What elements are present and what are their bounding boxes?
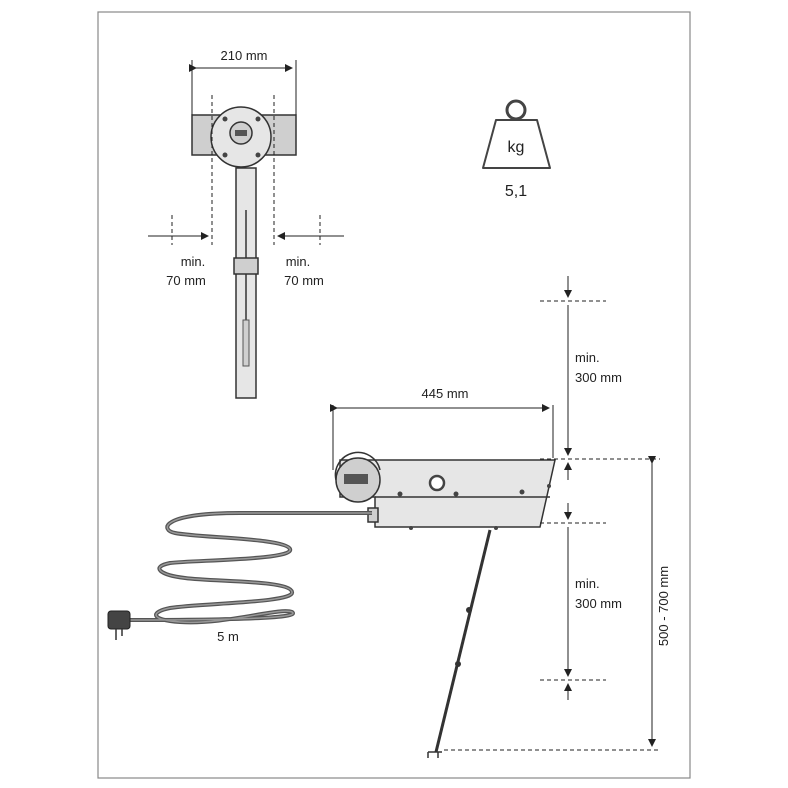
- top-pole-clamp: [233, 257, 259, 275]
- side-heater-body: [339, 459, 556, 528]
- side-lifting-ring: [428, 474, 446, 492]
- side-bottom-clearance-line2: 300 mm: [575, 596, 622, 611]
- top-screw-4: [255, 152, 261, 158]
- side-view: 5 m 445 mm min. 300 mm min. 300 mm 500 -…: [107, 276, 671, 758]
- side-screw-6: [547, 484, 551, 488]
- drawing-frame: [97, 11, 691, 779]
- top-left-clearance-line1: min.: [181, 254, 206, 269]
- side-bottom-clearance-line1: min.: [575, 576, 600, 591]
- side-knob: [344, 474, 368, 484]
- side-screw-1: [397, 491, 403, 497]
- top-left-clearance-line2: 70 mm: [166, 273, 206, 288]
- top-right-clearance-line1: min.: [286, 254, 311, 269]
- top-screw-1: [222, 116, 228, 122]
- top-right-clearance-line2: 70 mm: [284, 273, 324, 288]
- side-length-label: 445 mm: [422, 386, 469, 401]
- power-plug: [107, 610, 131, 630]
- side-stand-leg: [434, 529, 492, 753]
- weight-value: 5,1: [505, 183, 527, 200]
- weight-icon: kg: [482, 99, 551, 169]
- side-top-clearance-line2: 300 mm: [575, 370, 622, 385]
- side-top-clearance-line1: min.: [575, 350, 600, 365]
- side-screw-5: [494, 526, 498, 530]
- side-screw-2: [453, 491, 459, 497]
- side-screw-4: [409, 526, 413, 530]
- power-cable: [129, 511, 372, 625]
- top-knob-slot: [235, 130, 247, 136]
- top-pole-inner: [242, 319, 250, 367]
- top-view: 210 mm min. 70 mm min. 70 mm: [148, 48, 344, 399]
- side-screw-3: [519, 489, 525, 495]
- side-height-label: 500 - 700 mm: [656, 566, 671, 646]
- top-width-label: 210 mm: [221, 48, 268, 63]
- cable-length-label: 5 m: [217, 629, 239, 644]
- top-screw-3: [222, 152, 228, 158]
- top-screw-2: [255, 116, 261, 122]
- weight-unit-label: kg: [508, 139, 525, 156]
- side-leg-joint-1: [466, 607, 472, 613]
- side-leg-joint-2: [455, 661, 461, 667]
